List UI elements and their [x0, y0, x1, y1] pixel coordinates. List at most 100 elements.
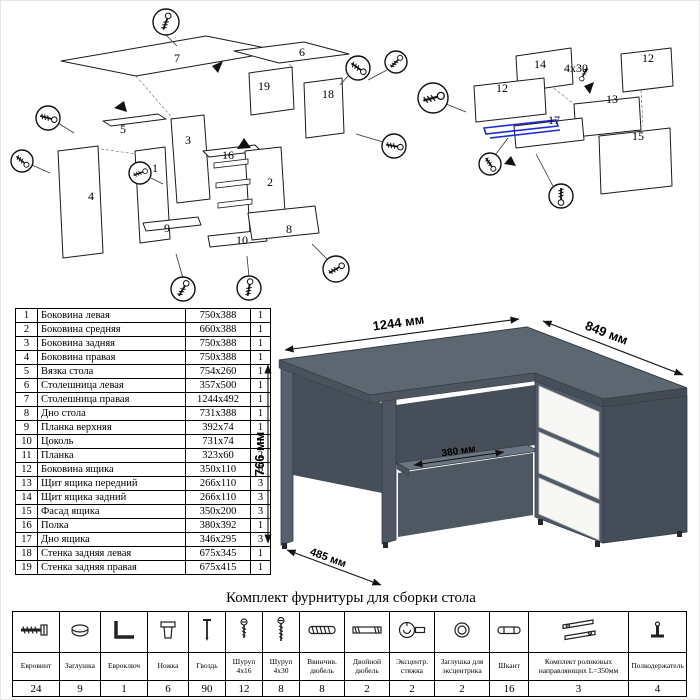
- drawer-front: [538, 431, 600, 500]
- desk-foot: [595, 541, 600, 547]
- desk-back-panel: [293, 373, 382, 493]
- part-num: 3: [15, 336, 38, 351]
- desk-3d-view: 1244 мм 849 мм 766 мм 380 мм 485 мм: [252, 312, 688, 586]
- part-name: Стенка задняя левая: [37, 546, 186, 561]
- screw-long-icon: [262, 611, 300, 653]
- part-number-label: 2: [267, 175, 273, 189]
- part-num: 6: [15, 378, 38, 393]
- part-number-label: 15: [632, 129, 644, 143]
- drawer-panel-outlines: [473, 47, 674, 195]
- direction-arrows: [114, 61, 251, 149]
- part-size: 1244x492: [185, 392, 251, 407]
- part-size: 357x500: [185, 378, 251, 393]
- drawer-unit-side: [602, 395, 688, 544]
- hardware-item-name: Эксцентр. стяжка: [389, 652, 435, 681]
- part-name: Стенка задняя правая: [37, 560, 186, 575]
- hardware-item-name: Ножка: [147, 652, 189, 681]
- part-name: Полка: [37, 518, 186, 533]
- part-name: Вязка стола: [37, 364, 186, 379]
- part-size: 750x388: [185, 308, 251, 323]
- part-number-label: 19: [258, 79, 270, 93]
- part-name: Дно стола: [37, 406, 186, 421]
- part-size: 266x110: [185, 490, 251, 505]
- hardware-item-qty: 4: [628, 680, 687, 697]
- part-name: Боковина левая: [37, 308, 186, 323]
- hardware-item-qty: 6: [147, 680, 189, 697]
- part-name: Щит ящика задний: [37, 490, 186, 505]
- part-qty: 1: [250, 560, 271, 575]
- hardware-item-qty: 2: [344, 680, 390, 697]
- part-num: 2: [15, 322, 38, 337]
- hardware-item-qty: 9: [59, 680, 101, 697]
- part-num: 8: [15, 406, 38, 421]
- part-num: 9: [15, 420, 38, 435]
- dim-width-label: 1244 мм: [372, 312, 425, 334]
- hardware-item-name: Ввинчив. дюбель: [299, 652, 345, 681]
- part-number-label: 12: [642, 51, 654, 65]
- desk-left-panel: [280, 362, 294, 546]
- part-number-label: 5: [120, 122, 126, 136]
- part-num: 15: [15, 504, 38, 519]
- desk-middle-panel: [381, 395, 397, 545]
- part-name: Боковина задняя: [37, 336, 186, 351]
- part-num: 4: [15, 350, 38, 365]
- part-size: 392x74: [185, 420, 251, 435]
- hexkey-icon: [100, 611, 148, 653]
- panel-outlines: [57, 35, 350, 259]
- hardware-item-name: Заглушка для эксцентрика: [434, 652, 490, 681]
- hardware-item-name: Двойной дюбель: [344, 652, 390, 681]
- euroscrew-icon: [12, 611, 60, 653]
- part-size: 675x345: [185, 546, 251, 561]
- dim-height-label: 766 мм: [252, 432, 267, 477]
- part-num: 16: [15, 518, 38, 533]
- dowel-screw-icon: [299, 611, 345, 653]
- hardware-item-qty: 8: [262, 680, 300, 697]
- hardware-item-qty: 2: [434, 680, 490, 697]
- part-num: 13: [15, 476, 38, 491]
- part-num: 19: [15, 560, 38, 575]
- part-name: Боковина средняя: [37, 322, 186, 337]
- part-size: 750x388: [185, 336, 251, 351]
- drawer-front: [538, 385, 600, 454]
- hardware-item-qty: 12: [225, 680, 263, 697]
- hardware-item-name: Шкант: [489, 652, 529, 681]
- desk-back-panel: [398, 453, 533, 537]
- desk-foot: [677, 531, 682, 537]
- desk-back-panel: [396, 385, 535, 465]
- hardware-item-name: Шуруп 4x16: [225, 652, 263, 681]
- highlighted-drawer-slide-edge: [489, 129, 561, 139]
- dim-shelf-depth-label: 380 мм: [441, 444, 476, 460]
- part-number-label: 10: [236, 233, 248, 247]
- part-name: Щит ящика передний: [37, 476, 186, 491]
- part-number-label: 4: [88, 189, 94, 203]
- part-name: Фасад ящика: [37, 504, 186, 519]
- part-number-label: 16: [222, 148, 234, 162]
- part-size: 675x415: [185, 560, 251, 575]
- desk-foot: [538, 519, 543, 525]
- part-number-label: 17: [548, 113, 560, 127]
- cam-lock-icon: [389, 611, 435, 653]
- part-size: 266x110: [185, 476, 251, 491]
- part-number-label: 14: [534, 57, 546, 71]
- hardware-item-name: Евровинт: [12, 652, 60, 681]
- hardware-item-name: Шуруп 4x30: [262, 652, 300, 681]
- part-name: Цоколь: [37, 434, 186, 449]
- part-number-label: 3: [185, 133, 191, 147]
- drawer-rail-strips: [213, 158, 253, 209]
- part-num: 5: [15, 364, 38, 379]
- part-number-label: 12: [496, 81, 508, 95]
- shelf-pin-icon: [628, 611, 687, 653]
